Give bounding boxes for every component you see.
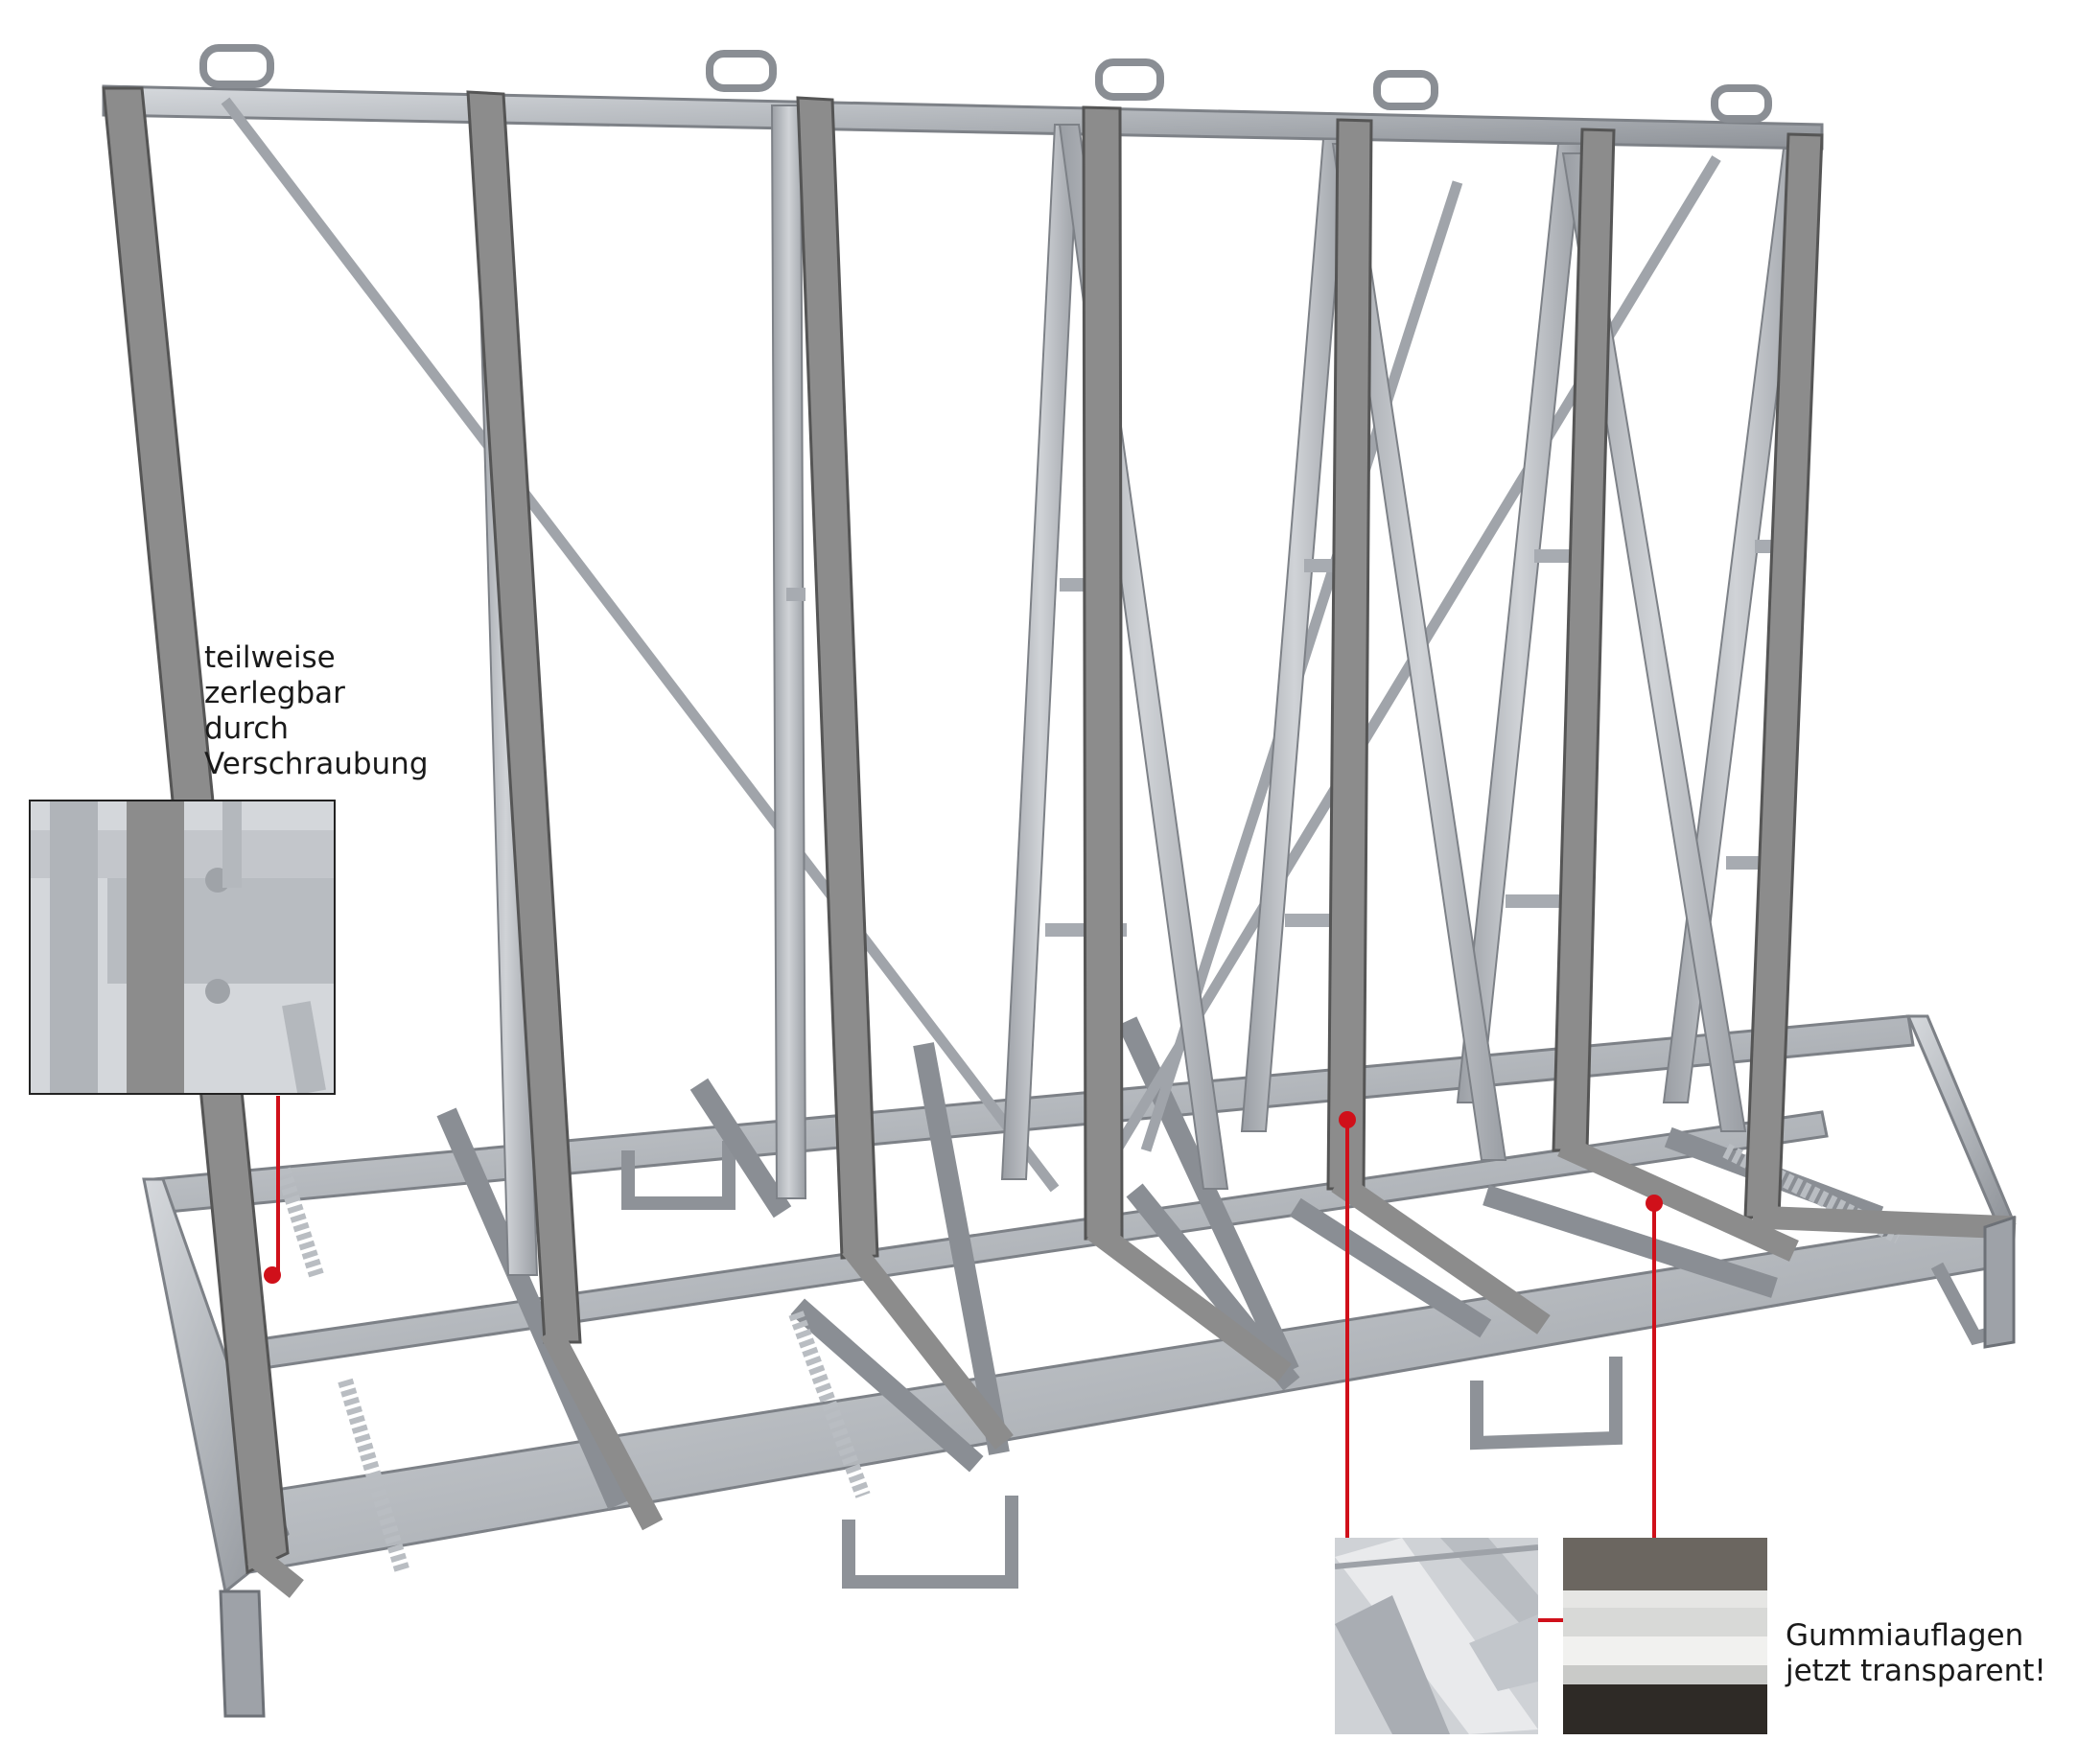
marker-dot-screw (264, 1266, 281, 1284)
top-rail (102, 84, 1824, 151)
foot-blocks (219, 1215, 2016, 1718)
bolt-icon (205, 979, 230, 1004)
annotation-line: durch (204, 711, 290, 746)
marker-dot-post (1339, 1111, 1356, 1128)
bracing-rods (221, 97, 1721, 1193)
inset-bolted-joint (29, 800, 336, 1095)
inset-rubber-pad-post (1335, 1538, 1538, 1734)
front-arms (247, 1135, 2017, 1598)
annotation-line: jetzt transparent! (1786, 1654, 2046, 1688)
marker-dots (264, 1111, 1663, 1284)
annotation-line: Verschraubung (204, 747, 429, 781)
annotation-line: zerlegbar (204, 676, 345, 710)
annotation-line: Gummiauflagen (1786, 1618, 2024, 1653)
inset-rubber-pad-arm (1563, 1538, 1767, 1734)
marker-dot-arm (1646, 1195, 1663, 1212)
annotation-line: teilweise (204, 640, 336, 675)
annotation-rubber-pads: Gummiauflagen jetzt transparent! (1786, 1618, 2046, 1689)
callout-lines (276, 1096, 1656, 1622)
annotation-disassembly: teilweise zerlegbar durch Verschraubung (204, 640, 429, 782)
lifting-eyes (199, 44, 1772, 123)
